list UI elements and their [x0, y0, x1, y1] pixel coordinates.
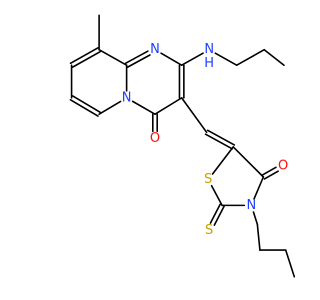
atom-hydrogen-nh: H — [204, 56, 214, 71]
bond-t4-o_t — [261, 166, 279, 180]
bond-bu3-bu4 — [284, 249, 296, 278]
bond-c3-cv — [180, 97, 208, 134]
bond-n1-c2 — [160, 52, 183, 66]
bond-c3-c4 — [154, 97, 183, 116]
bond-c2-nh — [180, 52, 204, 66]
bond-c4-o4 — [152, 113, 158, 133]
bond-pr1-pr2 — [235, 48, 266, 66]
atom-label-o4: O — [150, 131, 160, 146]
bond-t4-t5 — [232, 146, 265, 178]
bond-c4-n5 — [131, 100, 156, 116]
bond-c6-n5 — [98, 100, 122, 116]
bond-c7-c6 — [69, 95, 102, 117]
bond-n3-bu1 — [252, 211, 259, 226]
bond-nh-pr1 — [214, 52, 238, 66]
bond-c9a-c9 — [98, 48, 128, 66]
atom-label-nh: N — [204, 42, 214, 57]
bond-t2-s_exo — [209, 203, 225, 226]
bond-s1-t2 — [210, 184, 223, 207]
atom-label-n3: N — [246, 198, 256, 213]
bond-c9a-n1 — [124, 50, 151, 68]
atom-label-n5: N — [122, 90, 132, 105]
bond-c2-c3 — [178, 64, 185, 99]
bond-n3-t4 — [253, 176, 265, 200]
atom-label-n1: N — [150, 42, 160, 57]
bond-c9-c8 — [69, 47, 101, 68]
atom-label-s1: S — [204, 172, 212, 187]
bond-t5-s1 — [211, 146, 235, 175]
atom-label-s_exo: S — [205, 223, 213, 238]
bond-cv-t5 — [204, 129, 236, 150]
bond-bu1-bu2 — [256, 223, 261, 251]
bond-pr2-pr3 — [263, 48, 285, 66]
atom-label-o_t: O — [278, 158, 288, 173]
